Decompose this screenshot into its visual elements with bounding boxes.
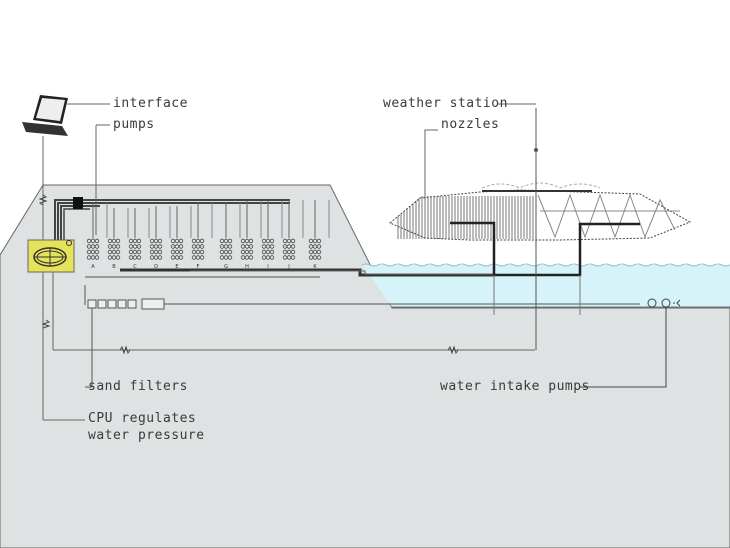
- label-nozzles: nozzles: [441, 117, 500, 132]
- laptop-icon: [22, 95, 68, 136]
- pump-F: F: [191, 203, 213, 270]
- pump-K: K: [308, 200, 330, 270]
- water: [362, 265, 730, 307]
- pump-letter: D: [154, 264, 158, 270]
- pump-array: A B C D E F G H I J K: [86, 200, 330, 270]
- pump-letter: I: [267, 264, 268, 270]
- water-surface: [361, 263, 730, 267]
- pump-I: I: [261, 201, 283, 270]
- pump-C: C: [128, 208, 150, 270]
- label-weather-station: weather station: [383, 96, 508, 111]
- label-cpu-line2: water pressure: [88, 428, 205, 443]
- pump-letter: K: [313, 264, 317, 270]
- pump-J: J: [282, 200, 304, 270]
- cpu-unit: [27, 239, 75, 273]
- pump-letter: B: [112, 264, 116, 270]
- label-interface: interface: [113, 96, 188, 111]
- water-intake-pumps: [580, 298, 681, 388]
- pump-D: D: [149, 206, 171, 270]
- label-water-intake-pumps: water intake pumps: [440, 379, 590, 394]
- sand-filters: [84, 285, 640, 388]
- pump-B: B: [107, 208, 129, 270]
- nozzle-structure: [389, 182, 692, 277]
- ground: [0, 184, 730, 548]
- label-pumps: pumps: [113, 117, 155, 132]
- pump-E: E: [170, 206, 192, 270]
- pump-letter: A: [91, 264, 95, 270]
- pump-letter: C: [133, 264, 137, 270]
- pump-A: A: [86, 203, 108, 270]
- label-sand-filters: sand filters: [88, 379, 188, 394]
- pump-letter: G: [224, 264, 228, 270]
- pump-letter: J: [287, 264, 289, 270]
- pump-H: H: [240, 201, 262, 270]
- pump-G: G: [219, 203, 241, 270]
- pump-letter: H: [245, 264, 249, 270]
- pipe-bundle: [54, 197, 290, 240]
- pump-letter: E: [175, 264, 178, 270]
- label-cpu-line1: CPU regulates: [88, 411, 197, 426]
- pump-letter: F: [197, 264, 200, 270]
